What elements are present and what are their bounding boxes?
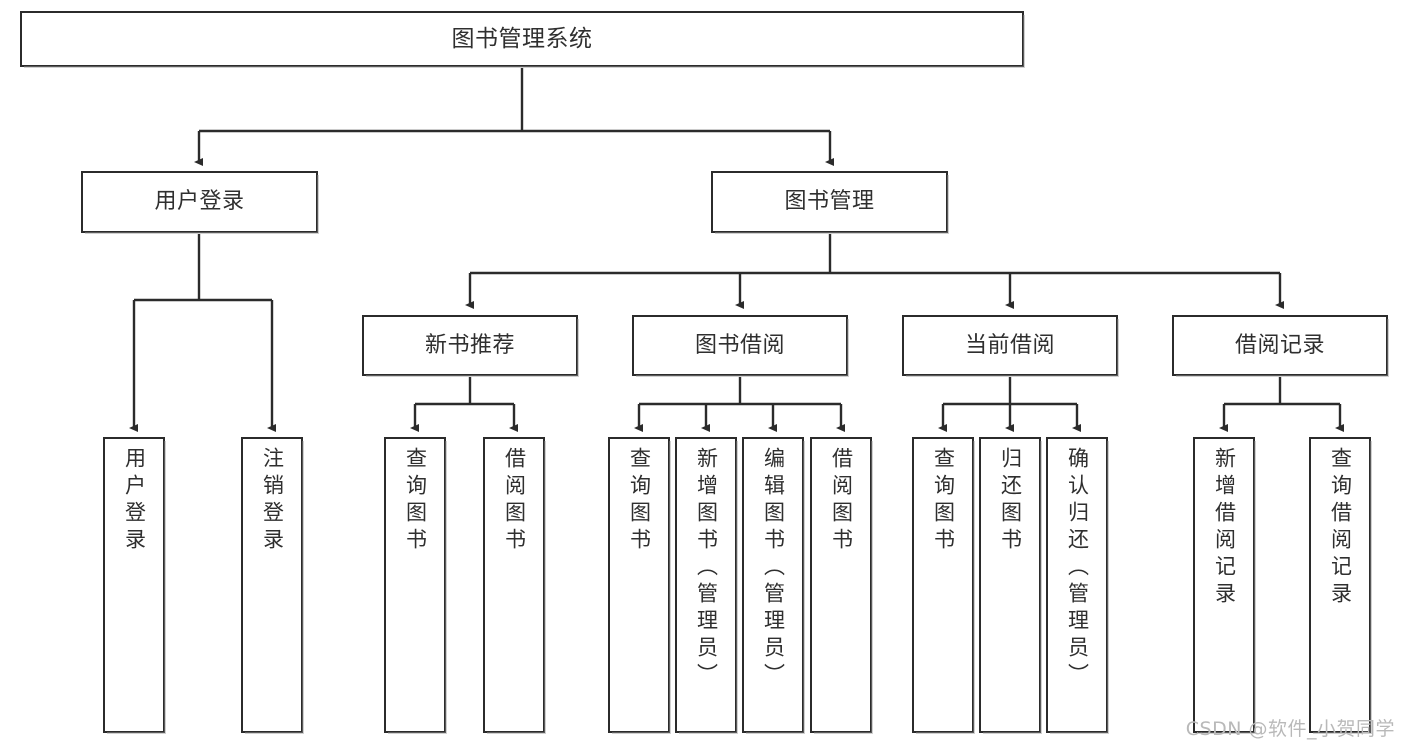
node-label: 借阅图书 <box>829 447 854 555</box>
node-label: 图书管理系统 <box>451 25 593 52</box>
node-label: 确认归还（管理员） <box>1065 447 1090 690</box>
leaf-borrow-record-add[interactable]: 新增借阅记录 <box>1193 437 1256 734</box>
leaf-user-login-login[interactable]: 用户登录 <box>103 437 166 734</box>
node-label: 用户登录 <box>122 447 147 555</box>
node-user-login[interactable]: 用户登录 <box>81 171 319 234</box>
node-book-management[interactable]: 图书管理 <box>711 171 949 234</box>
leaf-current-borrow-query[interactable]: 查询图书 <box>912 437 975 734</box>
node-label: 归还图书 <box>998 447 1023 555</box>
node-label: 编辑图书（管理员） <box>761 447 786 690</box>
node-label: 新增图书（管理员） <box>694 447 719 690</box>
node-label: 查询图书 <box>627 447 652 555</box>
watermark-text: CSDN @软件_小贺同学 <box>1185 718 1395 740</box>
node-label: 图书管理 <box>784 189 875 215</box>
node-label: 注销登录 <box>260 447 285 555</box>
leaf-current-borrow-confirm-return[interactable]: 确认归还（管理员） <box>1046 437 1109 734</box>
node-current-borrow[interactable]: 当前借阅 <box>902 315 1119 377</box>
node-label: 图书借阅 <box>694 332 785 358</box>
node-label: 查询借阅记录 <box>1328 447 1353 609</box>
node-label: 新增借阅记录 <box>1212 447 1237 609</box>
node-new-book-recommend[interactable]: 新书推荐 <box>362 315 579 377</box>
node-label: 借阅图书 <box>502 447 527 555</box>
leaf-user-login-logout[interactable]: 注销登录 <box>241 437 304 734</box>
node-label: 查询图书 <box>931 447 956 555</box>
node-book-borrow[interactable]: 图书借阅 <box>632 315 849 377</box>
node-book-management-system[interactable]: 图书管理系统 <box>20 11 1025 68</box>
node-label: 查询图书 <box>403 447 428 555</box>
leaf-borrow-record-query[interactable]: 查询借阅记录 <box>1309 437 1372 734</box>
node-label: 当前借阅 <box>964 332 1055 358</box>
node-borrow-record[interactable]: 借阅记录 <box>1172 315 1389 377</box>
leaf-new-book-query[interactable]: 查询图书 <box>384 437 447 734</box>
leaf-book-borrow-query[interactable]: 查询图书 <box>608 437 671 734</box>
leaf-book-borrow-add[interactable]: 新增图书（管理员） <box>675 437 738 734</box>
leaf-new-book-borrow[interactable]: 借阅图书 <box>483 437 546 734</box>
leaf-current-borrow-return[interactable]: 归还图书 <box>979 437 1042 734</box>
leaf-book-borrow-borrow[interactable]: 借阅图书 <box>810 437 873 734</box>
node-label: 新书推荐 <box>424 332 515 358</box>
node-label: 借阅记录 <box>1234 332 1325 358</box>
node-label: 用户登录 <box>154 189 245 215</box>
leaf-book-borrow-edit[interactable]: 编辑图书（管理员） <box>742 437 805 734</box>
